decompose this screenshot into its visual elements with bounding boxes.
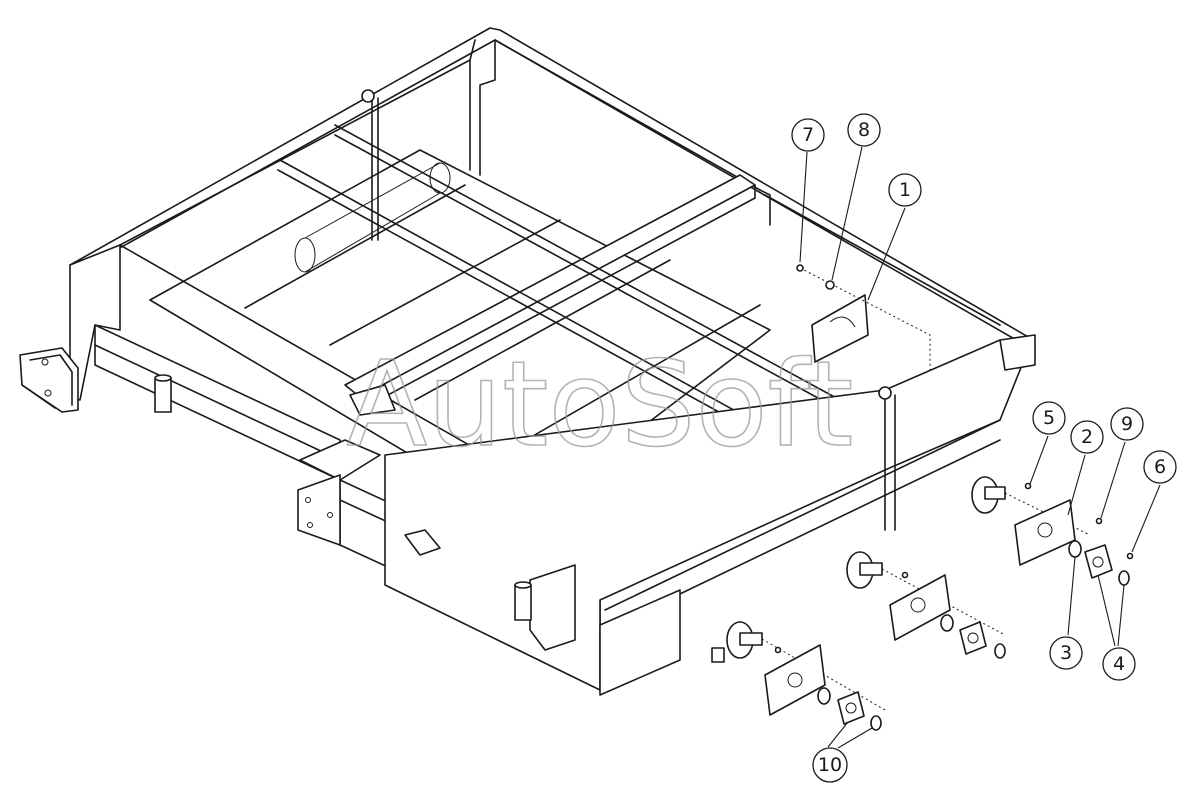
mount-brackets [154, 374, 576, 651]
callout-10: 10 [812, 747, 848, 783]
callout-9-label: 9 [1121, 413, 1133, 435]
callout-8: 8 [847, 113, 881, 147]
callout-9: 9 [1110, 407, 1144, 441]
cover-plate-assembly [796, 264, 931, 370]
callout-4-label: 4 [1113, 653, 1125, 675]
callout-5-label: 5 [1043, 407, 1055, 429]
callout-5: 5 [1032, 401, 1066, 435]
callout-leaders [799, 146, 1161, 749]
callout-1: 1 [888, 173, 922, 207]
callout-2-label: 2 [1081, 426, 1093, 448]
callout-6-label: 6 [1154, 456, 1166, 478]
callout-7-label: 7 [802, 124, 814, 146]
callout-2: 2 [1070, 420, 1104, 454]
callout-10-label: 10 [818, 754, 842, 776]
callout-3-label: 3 [1060, 642, 1072, 664]
shaft-assemblies [711, 476, 1134, 731]
callout-4: 4 [1102, 647, 1136, 681]
callout-3: 3 [1049, 636, 1083, 670]
callout-8-label: 8 [858, 119, 870, 141]
watermark-text: AutoSoft [347, 335, 854, 473]
callout-6: 6 [1143, 450, 1177, 484]
callout-1-label: 1 [899, 179, 911, 201]
callout-7: 7 [791, 118, 825, 152]
